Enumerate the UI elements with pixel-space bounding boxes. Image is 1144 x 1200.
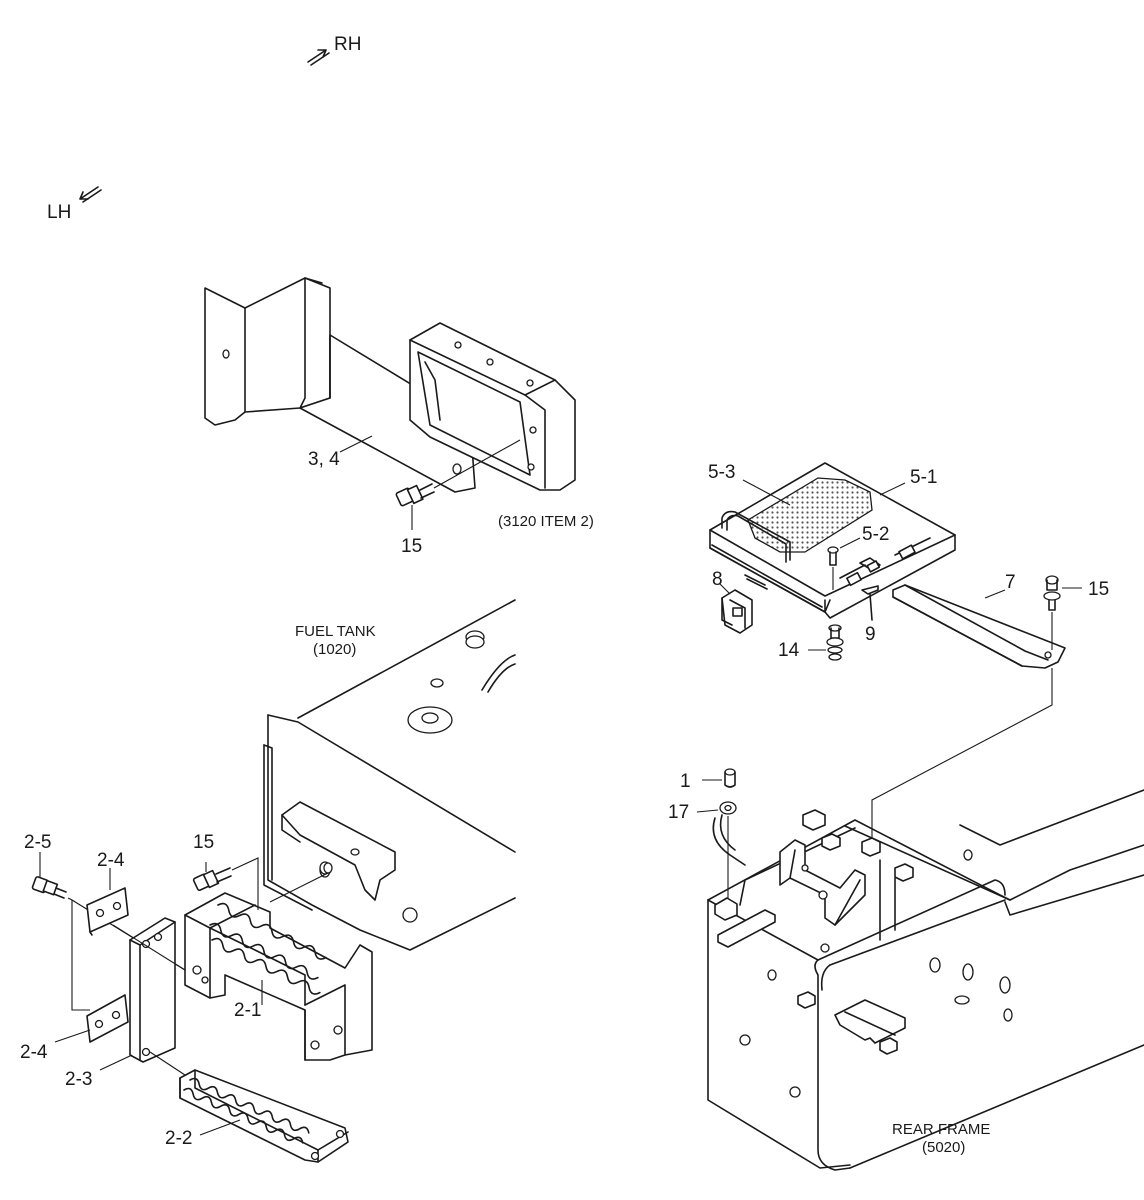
label-2-3: 2-3 (65, 1069, 92, 1090)
step-2-2 (179, 1069, 349, 1163)
step-bracket-2-1 (184, 892, 373, 1061)
washer-17 (719, 801, 737, 900)
label-3-4: 3, 4 (308, 449, 340, 470)
label-9: 9 (865, 624, 876, 645)
leader-2-4-bottom (54, 1029, 91, 1043)
leader-5-1 (879, 482, 906, 496)
leader-2-3 (99, 1054, 133, 1071)
label-5-2: 5-2 (862, 524, 889, 545)
plate-2-3 (129, 917, 176, 1063)
screw-5-2 (827, 546, 839, 590)
label-8: 8 (712, 569, 723, 590)
label-15-left: 15 (193, 832, 214, 853)
plate-2-4-bottom (86, 994, 129, 1043)
fuel-tank (263, 599, 516, 951)
leader-7 (984, 589, 1006, 599)
label-15-right: 15 (1088, 579, 1109, 600)
latch-8 (721, 589, 753, 634)
bolt-15-top (395, 439, 521, 507)
label-15-top: 15 (401, 536, 422, 557)
lh-direction-arrow-icon (79, 186, 102, 203)
toolbox-5-1 (709, 462, 956, 619)
leader-17 (696, 809, 719, 813)
fuel-tank-code: (1020) (313, 641, 356, 658)
cover-plate-7 (892, 584, 1066, 669)
lh-label: LH (47, 202, 71, 223)
label-2-5: 2-5 (24, 832, 51, 853)
leader-3-4 (339, 435, 373, 453)
pin-9 (861, 585, 879, 621)
bolt-15-right (1043, 575, 1061, 650)
leader-8 (719, 583, 731, 595)
item-ref-label: (3120 ITEM 2) (498, 513, 594, 530)
label-2-4-top: 2-4 (97, 850, 125, 871)
rear-frame-code: (5020) (922, 1139, 965, 1156)
label-5-3: 5-3 (708, 462, 735, 483)
rear-frame-name: REAR FRAME (892, 1121, 990, 1138)
label-2-2: 2-2 (165, 1128, 192, 1149)
leader-5-2 (839, 537, 861, 549)
label-2-4-bottom: 2-4 (20, 1042, 48, 1063)
label-14: 14 (778, 640, 800, 661)
leader-plate-link (112, 924, 186, 971)
leader-2-2 (199, 1119, 241, 1136)
leader-plate-frame (871, 668, 1053, 845)
rear-frame (707, 789, 1144, 1171)
rh-direction-arrow-icon (307, 49, 330, 66)
label-1: 1 (680, 771, 691, 792)
rh-label: RH (334, 34, 361, 55)
leader-step-link (149, 1051, 186, 1076)
label-17: 17 (668, 802, 689, 823)
leader-5-3 (742, 479, 791, 506)
plate-2-4-top (86, 887, 129, 936)
mount-block (409, 322, 576, 491)
label-5-1: 5-1 (910, 467, 937, 488)
bolt-15-left (192, 857, 333, 910)
fuel-tank-name: FUEL TANK (295, 623, 376, 640)
label-2-1: 2-1 (234, 1000, 261, 1021)
bolt-1 (724, 768, 736, 788)
bolt-14 (826, 624, 844, 661)
label-7: 7 (1005, 572, 1016, 593)
